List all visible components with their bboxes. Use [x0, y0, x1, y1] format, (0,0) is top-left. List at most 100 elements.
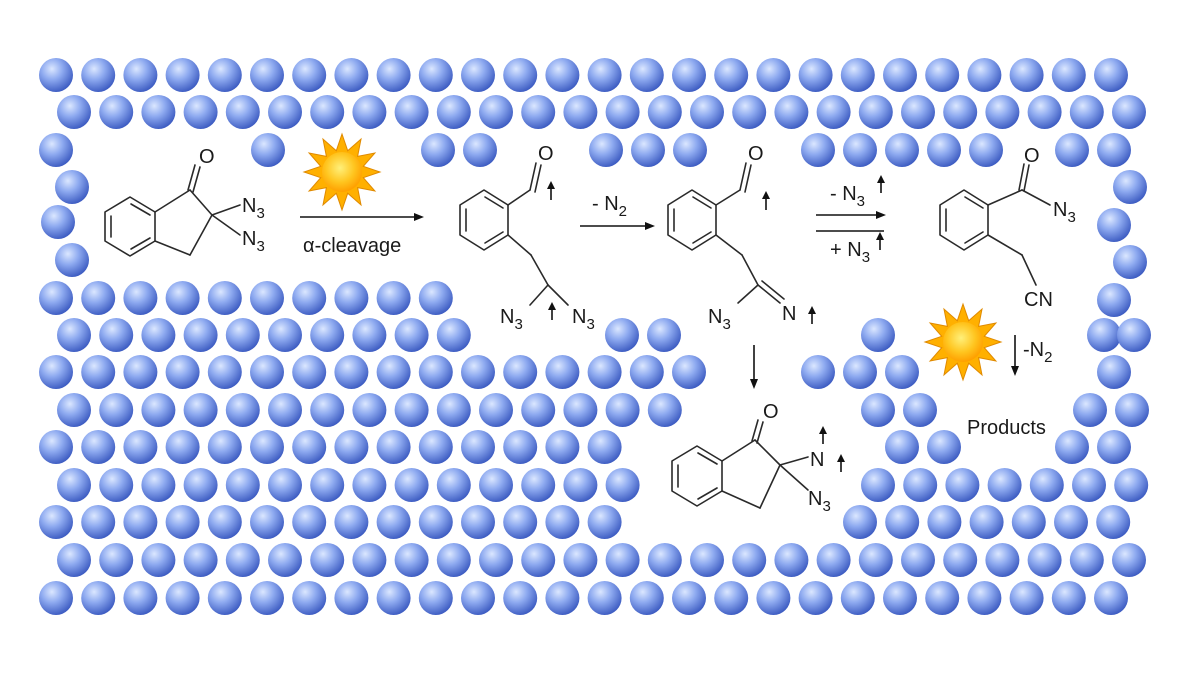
matrix-sphere: [310, 393, 345, 427]
intermediate-1: O N3 N3: [459, 143, 595, 333]
matrix-sphere: [292, 505, 327, 539]
matrix-sphere: [943, 95, 978, 129]
matrix-sphere: [605, 543, 640, 577]
matrix-sphere: [207, 58, 242, 92]
reaction-arrow-photolysis: -N2: [1011, 335, 1052, 376]
matrix-sphere: [123, 505, 158, 539]
matrix-sphere: [1113, 245, 1147, 279]
matrix-sphere: [57, 468, 91, 502]
matrix-sphere: [885, 355, 919, 389]
matrix-sphere: [57, 543, 91, 577]
matrix-sphere: [901, 95, 935, 129]
matrix-sphere: [123, 430, 158, 464]
matrix-sphere: [969, 133, 1003, 167]
matrix-sphere: [352, 543, 387, 577]
matrix-sphere: [1027, 543, 1062, 577]
matrix-sphere: [840, 58, 875, 92]
matrix-sphere: [183, 468, 218, 502]
matrix-sphere: [394, 393, 429, 427]
matrix-sphere: [436, 468, 471, 502]
product-molecule: O N3 CN: [939, 145, 1076, 311]
matrix-sphere: [141, 318, 176, 352]
int1-n3-right-label: N3: [572, 306, 595, 333]
matrix-sphere: [503, 430, 538, 464]
matrix-sphere: [436, 318, 471, 352]
matrix-sphere: [756, 58, 791, 92]
radical-arrow-int2-n: [808, 306, 816, 324]
matrix-sphere: [587, 355, 622, 389]
matrix-sphere: [463, 133, 497, 167]
matrix-sphere: [1096, 505, 1131, 539]
matrix-sphere: [605, 318, 639, 352]
matrix-sphere: [225, 318, 260, 352]
matrix-sphere: [334, 58, 369, 92]
matrix-sphere: [985, 543, 1020, 577]
matrix-sphere: [99, 318, 134, 352]
matrix-sphere: [1009, 581, 1044, 615]
matrix-sphere: [123, 281, 158, 315]
side-n-label: N: [810, 449, 824, 471]
matrix-sphere: [1094, 58, 1128, 92]
matrix-sphere: [461, 355, 495, 389]
matrix-sphere: [1097, 430, 1131, 464]
matrix-sphere: [141, 468, 176, 502]
matrix-sphere: [843, 505, 877, 539]
matrix-sphere: [631, 133, 665, 167]
matrix-sphere: [39, 58, 73, 92]
matrix-sphere: [39, 355, 73, 389]
matrix-sphere: [503, 581, 538, 615]
matrix-sphere: [123, 58, 158, 92]
matrix-sphere: [647, 543, 682, 577]
matrix-sphere: [1073, 393, 1107, 427]
matrix-sphere: [1069, 543, 1104, 577]
matrix-sphere: [81, 430, 116, 464]
matrix-sphere: [943, 543, 978, 577]
matrix-sphere: [81, 355, 116, 389]
matrix-sphere: [1114, 468, 1149, 502]
radical-arrow-side-1: [819, 426, 827, 444]
sun-core: [943, 322, 983, 362]
matrix-sphere: [732, 95, 767, 129]
matrix-sphere: [461, 505, 495, 539]
minus-n3-label: - N3: [830, 183, 865, 210]
matrix-sphere: [883, 58, 917, 92]
matrix-sphere: [418, 581, 453, 615]
matrix-sphere: [774, 95, 809, 129]
plus-n3-label: + N3: [830, 239, 870, 266]
matrix-sphere: [503, 355, 538, 389]
matrix-sphere: [268, 543, 302, 577]
matrix-sphere: [545, 355, 580, 389]
matrix-sphere: [861, 393, 895, 427]
matrix-sphere: [165, 581, 200, 615]
matrix-sphere: [883, 581, 917, 615]
matrix-sphere: [1055, 430, 1089, 464]
matrix-sphere: [672, 58, 706, 92]
sun-core: [322, 152, 362, 192]
matrix-sphere: [376, 430, 411, 464]
side-n3-label: N3: [808, 488, 831, 515]
matrix-sphere: [629, 58, 664, 92]
minus-n2-label: - N2: [592, 193, 627, 220]
matrix-sphere: [394, 95, 429, 129]
matrix-sphere: [843, 355, 877, 389]
matrix-sphere: [927, 133, 961, 167]
matrix-sphere: [503, 58, 538, 92]
matrix-sphere: [123, 581, 158, 615]
radical-arrow-plus-n3: [876, 232, 884, 250]
matrix-sphere: [801, 355, 835, 389]
matrix-sphere: [394, 318, 429, 352]
matrix-sphere: [1097, 355, 1131, 389]
matrix-sphere: [903, 468, 938, 502]
matrix-sphere: [672, 355, 706, 389]
matrix-sphere: [250, 281, 284, 315]
matrix-sphere: [461, 430, 495, 464]
matrix-sphere: [310, 95, 345, 129]
matrix-sphere: [225, 393, 260, 427]
matrix-sphere: [521, 95, 556, 129]
matrix-sphere: [563, 393, 598, 427]
matrix-sphere: [521, 468, 556, 502]
matrix-sphere: [861, 468, 895, 502]
matrix-sphere: [165, 58, 200, 92]
matrix-sphere: [421, 133, 455, 167]
products-label: Products: [967, 417, 1046, 439]
